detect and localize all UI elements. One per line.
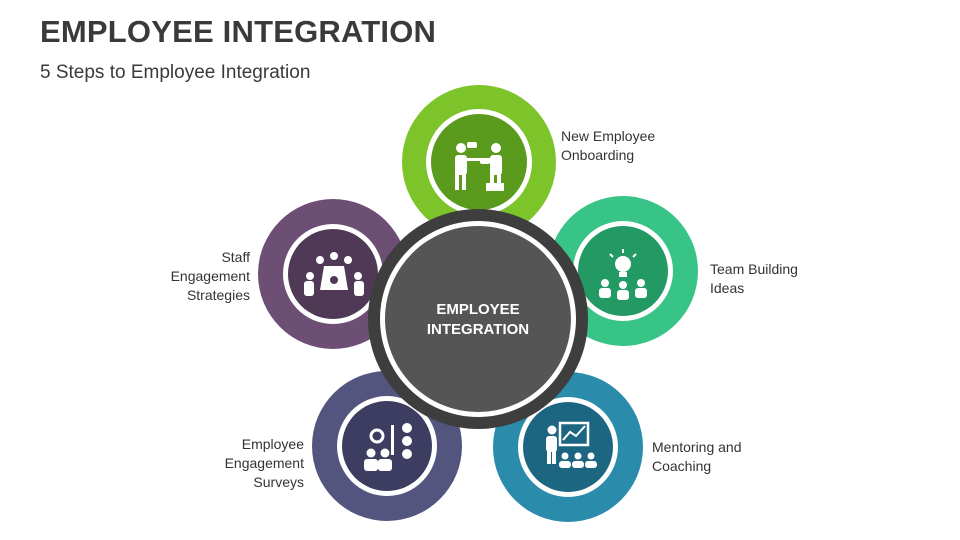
step-4-label: Employee Engagement Surveys	[224, 436, 304, 490]
presentation-board-icon	[546, 421, 597, 468]
center-circle	[385, 226, 571, 412]
step-2-label: Team Building Ideas	[710, 261, 798, 296]
step-1-label: New Employee Onboarding	[561, 128, 656, 163]
center-title-line-2: INTEGRATION	[427, 321, 529, 338]
step-5-label: Staff Engagement Strategies	[170, 249, 250, 303]
step-1-icon-circle	[431, 114, 527, 210]
step-4-icon-circle	[342, 401, 432, 491]
survey-feedback-icon	[364, 423, 412, 471]
page-title: EMPLOYEE INTEGRATION	[40, 14, 437, 49]
meeting-table-icon	[304, 252, 364, 296]
page-subtitle: 5 Steps to Employee Integration	[40, 62, 311, 83]
connector-marks	[352, 211, 603, 445]
center-title-line-1: EMPLOYEE	[436, 301, 519, 318]
onboarding-handshake-icon	[455, 142, 504, 191]
team-idea-bulb-icon	[599, 249, 647, 300]
step-3-icon-circle	[523, 402, 613, 492]
step-3-label: Mentoring and Coaching	[652, 439, 742, 474]
